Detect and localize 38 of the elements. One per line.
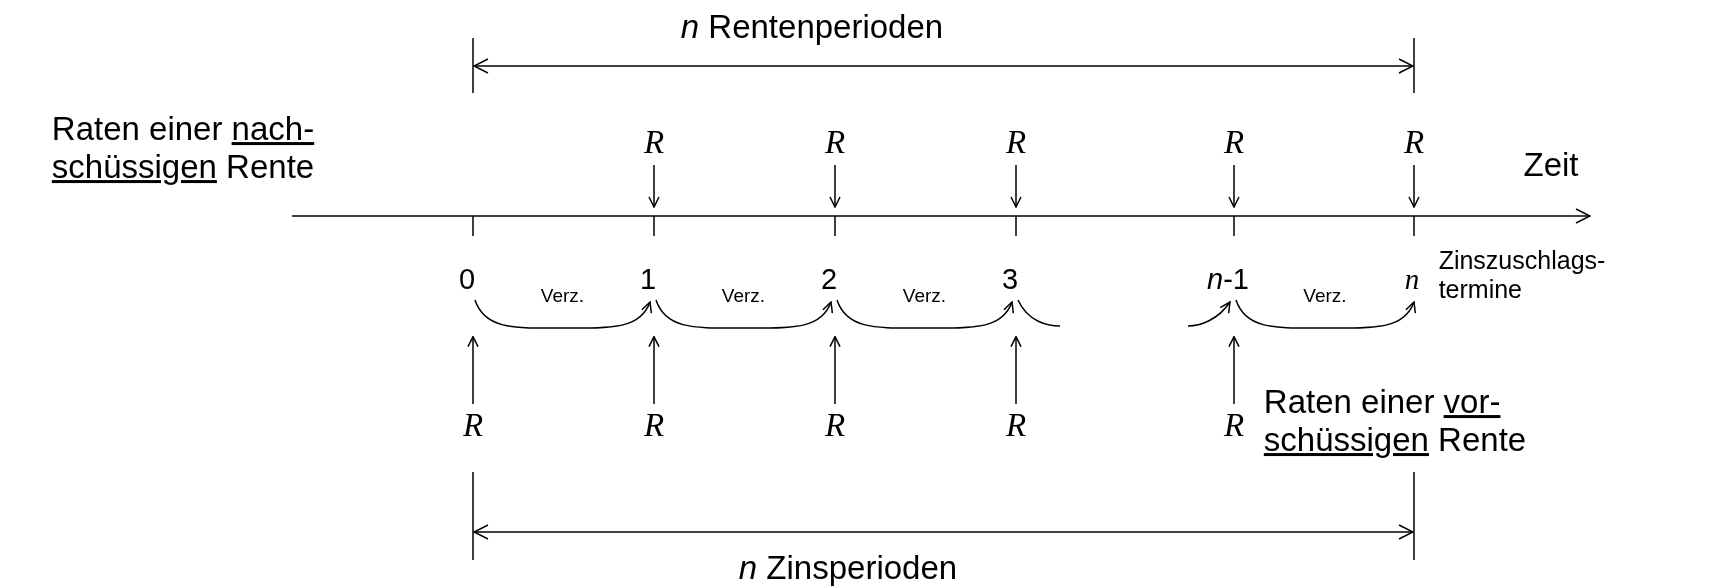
rate-symbol: R <box>1005 407 1027 445</box>
arrow <box>1010 164 1022 208</box>
arrow <box>1187 301 1231 327</box>
tick-label: 3 <box>1001 263 1019 297</box>
arrow <box>1010 335 1022 405</box>
curved-line <box>1017 299 1061 327</box>
arrow <box>829 335 841 405</box>
arrow <box>1228 335 1240 405</box>
row-label: Raten einer nach- schüssigen Rente <box>51 110 315 186</box>
row-label: Raten einer vor- schüssigen Rente <box>1263 383 1527 459</box>
arrow <box>1228 164 1240 208</box>
arrow <box>829 164 841 208</box>
rate-symbol: R <box>1403 124 1425 162</box>
rate-symbol: R <box>824 407 846 445</box>
rate-symbol: R <box>462 407 484 445</box>
tick-label: n-1 <box>1207 263 1249 297</box>
axis-label: Zeit <box>1523 146 1579 184</box>
tick-label: 0 <box>458 263 476 297</box>
arrow <box>648 164 660 208</box>
tick-label: 2 <box>820 263 838 297</box>
rate-symbol: R <box>643 407 665 445</box>
arrow <box>1408 164 1420 208</box>
tick-label: 1 <box>639 263 657 297</box>
rate-symbol: R <box>1223 407 1245 445</box>
rate-symbol: R <box>1005 124 1027 162</box>
dimension-label: n Rentenperioden <box>680 8 944 46</box>
dimension-label: n Zinsperioden <box>738 549 958 587</box>
rate-symbol: R <box>643 124 665 162</box>
rate-symbol: R <box>1223 124 1245 162</box>
arrow <box>648 335 660 405</box>
axis-label: Zinszuschlags- termine <box>1438 246 1606 304</box>
arrow <box>474 299 652 329</box>
arrow <box>467 335 479 405</box>
arrow <box>1235 299 1416 329</box>
tick-label: n <box>1404 263 1420 297</box>
arrow <box>836 299 1014 329</box>
arrow <box>655 299 833 329</box>
rate-symbol: R <box>824 124 846 162</box>
